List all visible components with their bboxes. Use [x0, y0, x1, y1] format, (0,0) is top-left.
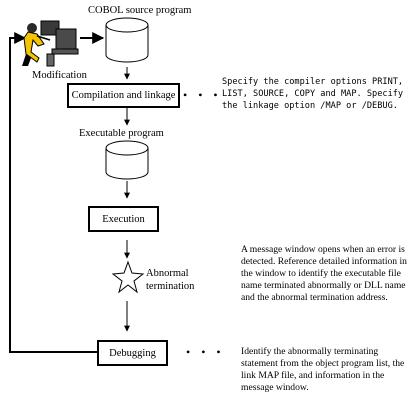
source-program-label: COBOL source program	[88, 5, 192, 16]
source-program-cylinder-icon	[105, 17, 149, 63]
execution-box: Execution	[88, 206, 159, 232]
compile-dots: • • •	[183, 88, 222, 102]
debugging-box: Debugging	[97, 340, 168, 366]
compilation-label: Compilation and linkage	[71, 90, 176, 101]
debugging-label: Debugging	[109, 347, 156, 359]
executable-program-cylinder-icon	[105, 140, 149, 180]
programmer-computer-icon	[22, 20, 79, 67]
abnormal-note: A message window opens when an error is …	[241, 244, 407, 303]
compilation-box: Compilation and linkage	[67, 83, 180, 108]
executable-program-label: Executable program	[79, 128, 164, 139]
abnormal-label-line1: Abnormal	[146, 268, 189, 279]
feedback-loop-line	[9, 32, 97, 353]
compile-note: Specify the compiler options PRINT, LIST…	[222, 77, 404, 111]
debug-dots: • • •	[186, 345, 225, 359]
abnormal-label-line2: termination	[146, 281, 195, 292]
debug-note: Identify the abnormally terminating stat…	[241, 346, 405, 393]
execution-label: Execution	[102, 213, 145, 225]
modification-label: Modification	[32, 70, 87, 81]
abnormal-termination-star-icon	[111, 260, 145, 294]
